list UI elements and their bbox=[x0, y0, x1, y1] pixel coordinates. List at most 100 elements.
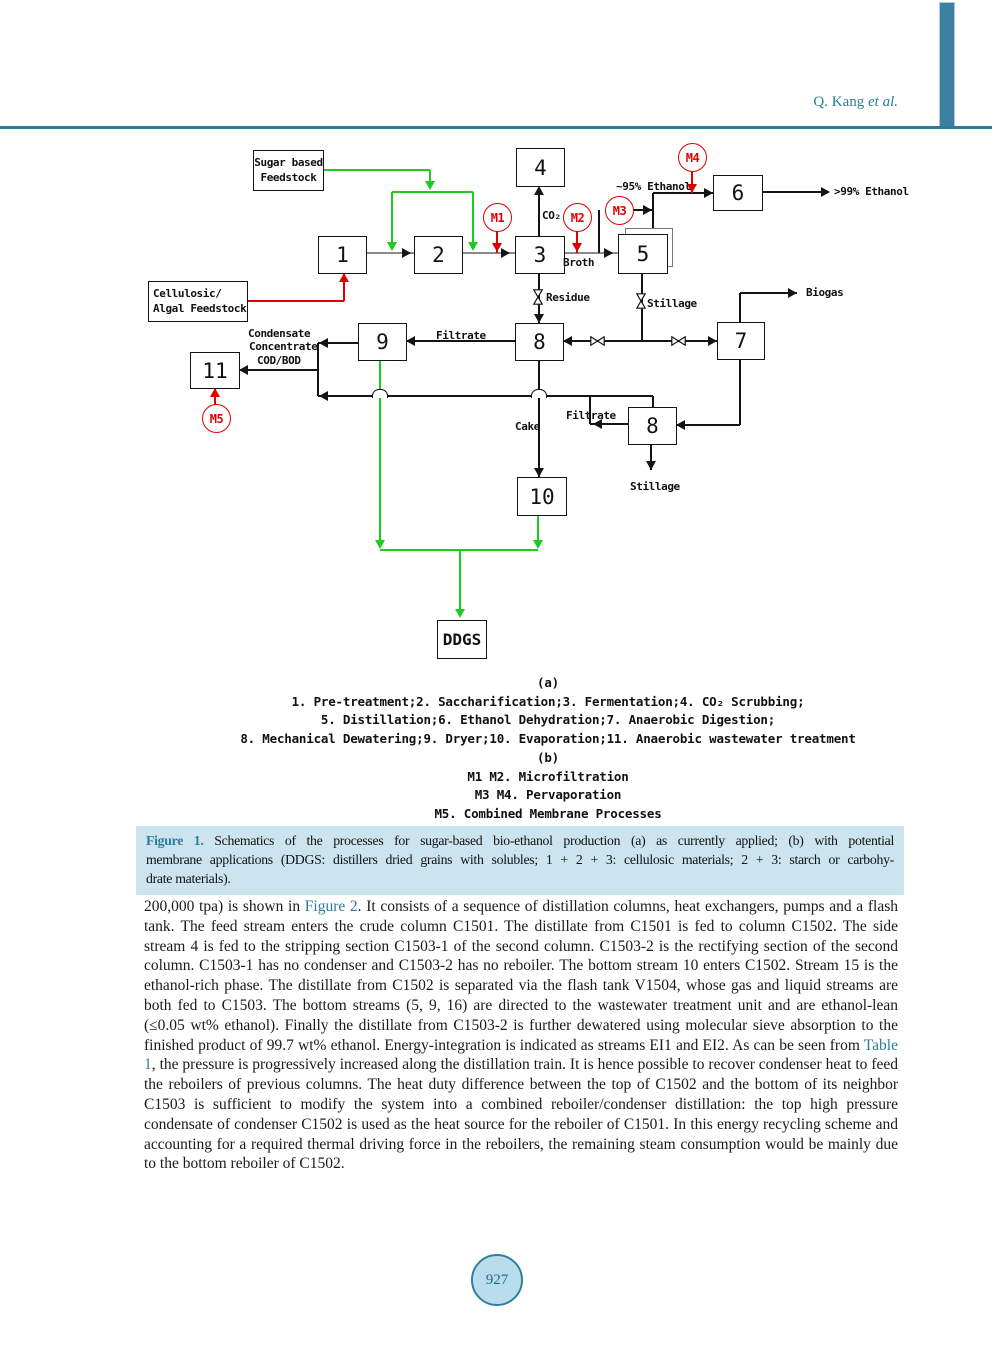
process-box-10-evaporation: 10 bbox=[517, 477, 567, 516]
author-etal: et al. bbox=[868, 94, 898, 110]
figure-caption-line-1: Figure 1. Schematics of the processes fo… bbox=[146, 831, 894, 850]
line-jump bbox=[372, 389, 388, 398]
membrane-m3-badge: M3 bbox=[605, 196, 634, 225]
sugar-feed-line-v bbox=[429, 170, 431, 187]
arrowhead bbox=[339, 273, 349, 282]
arrowhead bbox=[533, 540, 543, 549]
page-number: 927 bbox=[485, 1271, 509, 1288]
stream-label-filtrate-2: Filtrate bbox=[566, 409, 616, 422]
figure-caption-text-1: Schematics of the processes for sugar-ba… bbox=[203, 833, 894, 848]
figure-caption-line-3: drate materials). bbox=[146, 871, 231, 886]
feed-sugar-line1: Sugar based bbox=[254, 156, 323, 170]
flow-line-2-3 bbox=[461, 252, 515, 254]
m1-line bbox=[496, 230, 498, 253]
valve-icon bbox=[533, 289, 543, 305]
valve-icon bbox=[636, 293, 646, 309]
legend-part-b: (b) bbox=[537, 749, 559, 765]
stream-label-concentrate: Concentrate bbox=[249, 340, 318, 353]
arrowhead bbox=[425, 181, 435, 190]
flow-line-7-down bbox=[739, 358, 741, 425]
m4-line bbox=[691, 170, 693, 193]
m5-line bbox=[214, 389, 216, 406]
flow-line-8-to-9 bbox=[405, 340, 516, 342]
figure-2-link[interactable]: Figure 2 bbox=[304, 898, 358, 915]
stream-label-condensate: Condensate bbox=[248, 327, 311, 340]
flow-line-3-5 bbox=[563, 252, 618, 254]
flow-line-8b-stillage bbox=[650, 443, 652, 470]
arrowhead bbox=[319, 391, 328, 401]
m2-line bbox=[576, 230, 578, 253]
flow-line-broth-to-m3 bbox=[598, 210, 600, 253]
feed-sugar-line2: Feedstock bbox=[260, 170, 317, 184]
feed-cell-line1: Cellulosic/ bbox=[153, 287, 222, 301]
arrowhead bbox=[534, 186, 544, 195]
stream-label-95-ethanol: ~95% Ethanol bbox=[616, 180, 691, 193]
decorative-side-bar bbox=[939, 2, 955, 129]
body-paragraph: 200,000 tpa) is shown in Figure 2. It co… bbox=[144, 897, 898, 1174]
arrowhead bbox=[319, 338, 328, 348]
ddgs-line-from-10 bbox=[537, 514, 539, 545]
feed-box-cellulosic: Cellulosic/ Algal Feedstock bbox=[148, 281, 248, 322]
stream-label-stillage-bottom: Stillage bbox=[630, 480, 680, 493]
figure-caption-line-2: membrane applications (DDGS: distillers … bbox=[146, 852, 894, 867]
process-box-5-distillation: 5 bbox=[618, 234, 668, 274]
flow-line-filtrate-return bbox=[318, 395, 653, 397]
membrane-m5-badge: M5 bbox=[202, 404, 231, 433]
feed-box-sugar: Sugar based Feedstock bbox=[253, 150, 324, 191]
process-box-1-pretreatment: 1 bbox=[318, 236, 367, 274]
line-jump bbox=[531, 389, 547, 398]
stream-label-stillage-top: Stillage bbox=[647, 297, 697, 310]
flow-line-8b-filtrate bbox=[590, 423, 628, 425]
flow-line-95-ethanol bbox=[653, 192, 713, 194]
valve-icon bbox=[671, 336, 686, 346]
process-box-4-co2-scrubbing: 4 bbox=[516, 148, 565, 187]
sugar-branch-left bbox=[391, 192, 393, 247]
flow-line-7-to-8b bbox=[676, 424, 740, 426]
author-name: Q. Kang bbox=[813, 94, 865, 110]
stream-label-broth: Broth bbox=[563, 256, 595, 269]
legend-line-3: 8. Mechanical Dewatering;9. Dryer;10. Ev… bbox=[240, 731, 856, 747]
table-1-link[interactable]: Table 1 bbox=[144, 1036, 898, 1074]
stream-label-cod-bod: COD/BOD bbox=[257, 354, 301, 367]
arrowhead bbox=[687, 184, 697, 193]
arrowhead bbox=[593, 419, 602, 429]
arrowhead bbox=[406, 336, 415, 346]
legend-line-2: 5. Distillation;6. Ethanol Dehydration;7… bbox=[320, 712, 776, 728]
arrowhead bbox=[646, 461, 656, 470]
flow-line-5-top bbox=[652, 193, 654, 234]
ddgs-box: DDGS bbox=[437, 620, 487, 659]
flow-line-99-ethanol bbox=[761, 191, 821, 193]
flow-line-m3-out bbox=[632, 209, 653, 211]
legend-part-a: (a) bbox=[537, 675, 559, 690]
stream-label-cake: Cake bbox=[515, 420, 540, 433]
legend-m1-m2: M1 M2. Microfiltration bbox=[467, 768, 629, 784]
legend-line-1: 1. Pre-treatment;2. Saccharification;3. … bbox=[291, 693, 805, 709]
arrowhead bbox=[704, 188, 713, 198]
flow-line-7-biogas-v bbox=[739, 293, 741, 322]
process-box-6-dehydration: 6 bbox=[713, 175, 763, 211]
arrowhead bbox=[676, 420, 685, 430]
legend-m5: M5. Combined Membrane Processes bbox=[434, 805, 662, 821]
stream-label-biogas: Biogas bbox=[806, 286, 844, 299]
arrowhead bbox=[788, 288, 797, 298]
arrowhead bbox=[604, 248, 613, 258]
arrowhead bbox=[239, 365, 248, 375]
process-box-9-dryer: 9 bbox=[358, 323, 407, 361]
running-head-author: Q. Kang et al. bbox=[600, 94, 898, 111]
arrowhead bbox=[387, 242, 397, 251]
flow-line-3-4-co2 bbox=[538, 190, 540, 236]
flow-line-to-11 bbox=[240, 369, 318, 371]
arrowhead bbox=[501, 248, 510, 258]
feed-cell-line2: Algal Feedstock bbox=[153, 301, 247, 315]
arrowhead bbox=[534, 468, 544, 477]
legend-m3-m4: M3 M4. Pervaporation bbox=[474, 787, 622, 803]
arrowhead bbox=[534, 314, 544, 323]
flow-line-9-condensate bbox=[318, 342, 358, 344]
body-seg-2: . It consists of a sequence of distillat… bbox=[144, 898, 899, 1054]
arrowhead bbox=[210, 388, 220, 397]
body-seg-3: , the pressure is progressively increase… bbox=[144, 1056, 898, 1173]
header-rule bbox=[0, 126, 992, 129]
flow-line-1-2 bbox=[365, 252, 414, 254]
ddgs-line-from-9 bbox=[379, 360, 381, 545]
